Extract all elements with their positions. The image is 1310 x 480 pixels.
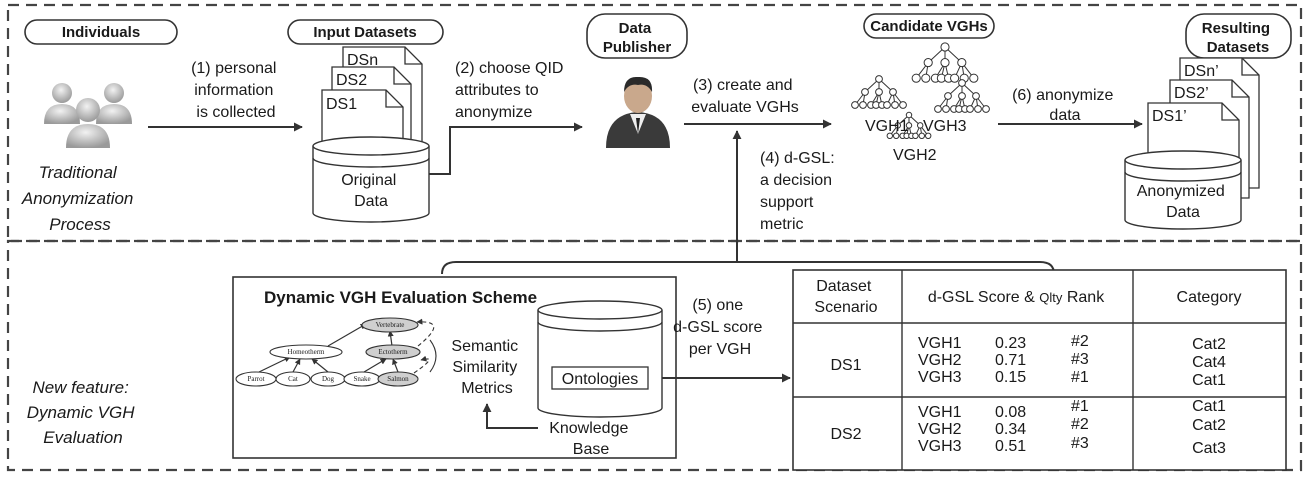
tree-node-ectotherm: Ectotherm [378, 348, 408, 356]
bracket-scheme-to-table [441, 261, 1055, 275]
table-score-cell: 0.08 [995, 404, 1026, 421]
table-vgh-cell: VGH1 [918, 335, 962, 352]
table-score-cell: 0.51 [995, 438, 1026, 455]
result-doc-label-ds2: DS2’ [1174, 85, 1209, 102]
table-rank-cell: #1 [1071, 398, 1089, 415]
anonymized-data-cylinder [1124, 150, 1242, 230]
step3-text: (3) create and evaluate VGHs [691, 77, 799, 116]
result-doc-label-ds1: DS1’ [1152, 108, 1187, 125]
traditional-process-label: Traditional Anonymization Process [21, 163, 138, 234]
individuals-pill [24, 19, 178, 45]
tree-node-parrot: Parrot [247, 375, 264, 383]
table-category-cell: Cat2 [1192, 417, 1226, 434]
tree-node-cat: Cat [288, 375, 298, 383]
input-datasets-title: Input Datasets [313, 24, 416, 41]
vgh-tree-icon [911, 42, 979, 83]
table-score-cell: 0.23 [995, 335, 1026, 352]
tree-node-vertebrate: Vertebrate [376, 321, 405, 329]
table-category-cell: Cat4 [1192, 354, 1226, 371]
step6-text: (6) anonymize data [1012, 87, 1118, 124]
doc-label-ds2: DS2 [336, 72, 367, 89]
table-vgh-cell: VGH3 [918, 369, 962, 386]
resulting-datasets-title: Resulting Datasets [1202, 20, 1275, 56]
header-category: Category [1177, 289, 1242, 306]
table-vgh-cell: VGH2 [918, 352, 962, 369]
people-icon [44, 83, 132, 148]
individuals-title: Individuals [62, 24, 140, 41]
tree-node-homeotherm: Homeotherm [288, 348, 325, 356]
table-vgh-cell: VGH3 [918, 438, 962, 455]
result-doc-label-dsn: DSn’ [1184, 63, 1219, 80]
vgh-tree-icon [886, 111, 932, 140]
ontology-tree [235, 317, 437, 387]
step2-text: (2) choose QID attributes to anonymize [455, 60, 568, 121]
scheme-title: Dynamic VGH Evaluation Scheme [264, 288, 537, 307]
arrow-step2 [429, 122, 583, 175]
table-category-cell: Cat1 [1192, 398, 1226, 415]
tree-node-snake: Snake [353, 375, 370, 383]
data-publisher-title: Data Publisher [603, 20, 672, 56]
input-datasets-pill [287, 19, 444, 45]
doc-label-dsn: DSn [347, 52, 378, 69]
step5-text: (5) one d-GSL score per VGH [673, 297, 767, 358]
vgh-tree-icon [851, 75, 907, 109]
vgh3-label: VGH3 [923, 118, 967, 135]
candidate-vghs-pill [863, 13, 995, 39]
table-category-cell: Cat3 [1192, 440, 1226, 457]
table-rank-cell: #3 [1071, 435, 1089, 452]
traditional-section-frame [6, 3, 1303, 243]
tree-node-salmon: Salmon [387, 375, 409, 383]
tree-node-dog: Dog [322, 375, 335, 383]
table-vgh-cell: VGH1 [918, 404, 962, 421]
table-score-cell: 0.34 [995, 421, 1026, 438]
original-data-cylinder [312, 136, 430, 223]
table-dataset-cell: DS2 [830, 426, 861, 443]
knowledge-base-cylinder [537, 300, 663, 418]
table-vgh-cell: VGH2 [918, 421, 962, 438]
header-dataset-scenario: Dataset Scenario [814, 278, 877, 316]
data-publisher-pill [586, 13, 688, 59]
table-category-cell: Cat1 [1192, 372, 1226, 389]
doc-label-ds1: DS1 [326, 96, 357, 113]
table-dataset-cell: DS1 [830, 357, 861, 374]
table-rank-cell: #2 [1071, 416, 1089, 433]
step4-text: (4) d-GSL: a decision support metric [760, 150, 839, 233]
header-dgsl-score-rank: d-GSL Score & Qlty Rank [928, 289, 1105, 306]
vgh-tree-icon [934, 79, 990, 113]
candidate-vghs-title: Candidate VGHs [870, 18, 988, 35]
ontologies-box [551, 366, 649, 390]
semantic-metrics-label: Semantic Similarity Metrics [451, 338, 522, 397]
publisher-person-icon [606, 76, 670, 148]
arrow-kb-to-metrics [482, 403, 538, 429]
vgh-trees [851, 42, 990, 140]
table-score-cell: 0.71 [995, 352, 1026, 369]
vgh2-label: VGH2 [893, 147, 937, 164]
table-rank-cell: #2 [1071, 333, 1089, 350]
table-category-cell: Cat2 [1192, 336, 1226, 353]
new-feature-section-frame [6, 239, 1303, 472]
table-rank-cell: #3 [1071, 351, 1089, 368]
table-rank-cell: #1 [1071, 369, 1089, 386]
anonymized-data-label: Anonymized Data [1137, 183, 1230, 221]
ontologies-label: Ontologies [562, 371, 639, 388]
new-feature-label: New feature: Dynamic VGH Evaluation [27, 378, 139, 447]
vgh1-label: VGH1 [865, 118, 909, 135]
results-table [792, 269, 1287, 471]
knowledge-base-label: Knowledge Base [549, 420, 633, 458]
original-data-label: Original Data [341, 172, 401, 210]
table-score-cell: 0.15 [995, 369, 1026, 386]
step1-text: (1) personal information is collected [191, 60, 281, 121]
